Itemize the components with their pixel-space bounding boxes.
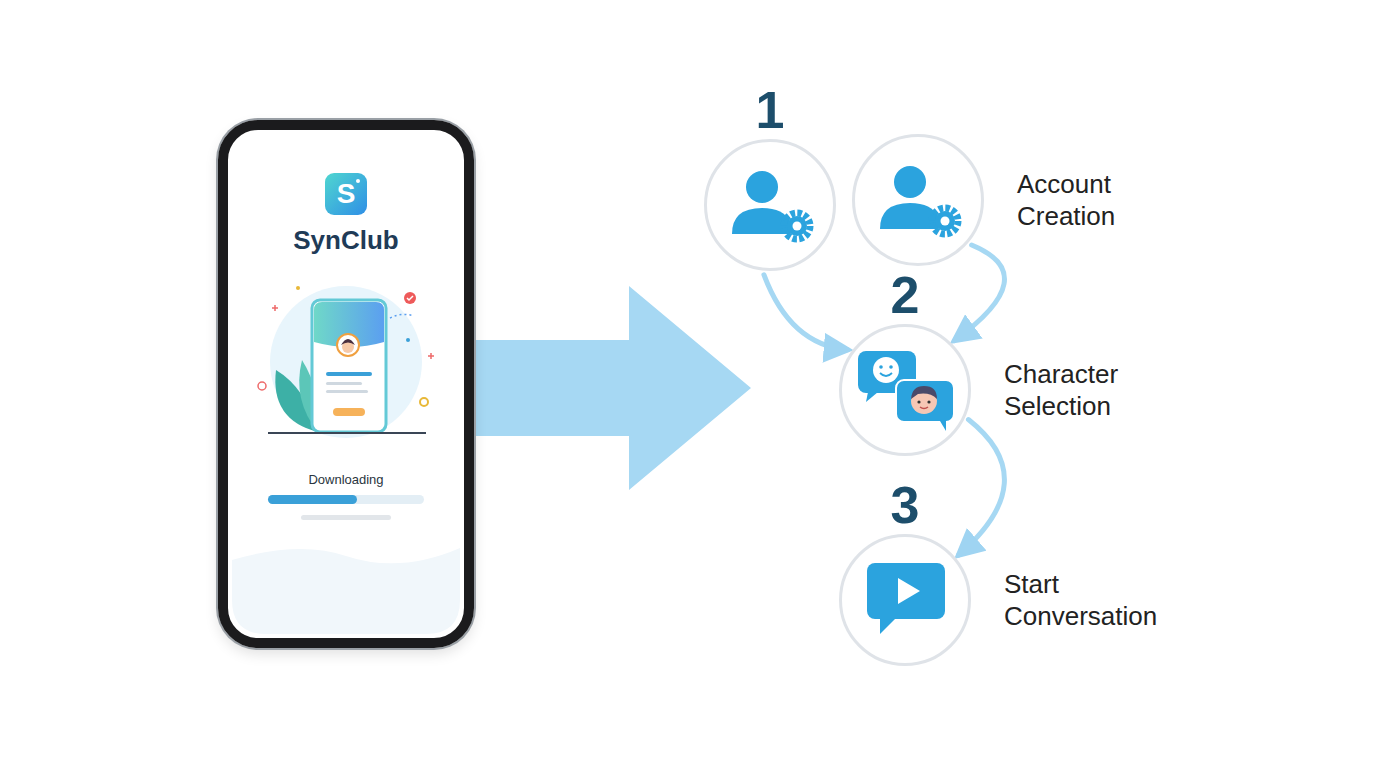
- mini-avatar-hair: [341, 339, 355, 345]
- screen-wave: [232, 548, 460, 634]
- step-number: 3: [842, 479, 968, 531]
- mini-line: [326, 382, 362, 385]
- chat-faces-icon: [858, 351, 954, 431]
- sparkle: [258, 382, 266, 390]
- sparkle: [407, 296, 413, 300]
- curved-arrow: [959, 420, 1005, 555]
- status-text: Downloading: [228, 472, 464, 488]
- step-circle: 3Start Conversation: [839, 534, 971, 666]
- placeholder-line: [301, 515, 391, 520]
- sparkle: [296, 286, 300, 290]
- sparkle: [420, 398, 428, 406]
- illustration-blob: [270, 286, 422, 438]
- curved-arrow: [954, 245, 1004, 341]
- sparkle: [404, 292, 416, 304]
- mini-phone-header: [314, 302, 384, 347]
- step-number: 1: [707, 84, 833, 136]
- sparkle: [272, 305, 434, 359]
- mini-avatar: [337, 334, 359, 356]
- curved-arrow: [764, 275, 848, 350]
- step-circle: 1: [704, 139, 836, 271]
- step-circle: 2Character Selection: [839, 324, 971, 456]
- app-icon: [325, 173, 367, 215]
- dotted-trail: [390, 314, 414, 318]
- progress-fill: [268, 495, 357, 504]
- mini-line: [326, 390, 368, 393]
- app-name: SynClub: [228, 225, 464, 256]
- step-number: 2: [842, 269, 968, 321]
- mini-phone: [312, 300, 386, 432]
- app-icon-dot: [356, 179, 360, 183]
- step-label: Character Selection: [1004, 358, 1179, 422]
- user-gear-icon: [880, 166, 958, 234]
- step-label: Account Creation: [1017, 168, 1192, 232]
- user-gear-icon: [732, 171, 810, 239]
- mini-button: [333, 408, 365, 416]
- baseline: [268, 432, 426, 434]
- progress-track: [268, 495, 424, 504]
- mini-line: [326, 372, 372, 376]
- step-circle: Account Creation: [852, 134, 984, 266]
- play-chat-icon: [867, 563, 945, 634]
- app-icon-letter: S: [325, 173, 367, 215]
- sparkle: [406, 338, 410, 342]
- big-flow-arrow: [476, 286, 751, 490]
- step-label: Start Conversation: [1004, 568, 1179, 632]
